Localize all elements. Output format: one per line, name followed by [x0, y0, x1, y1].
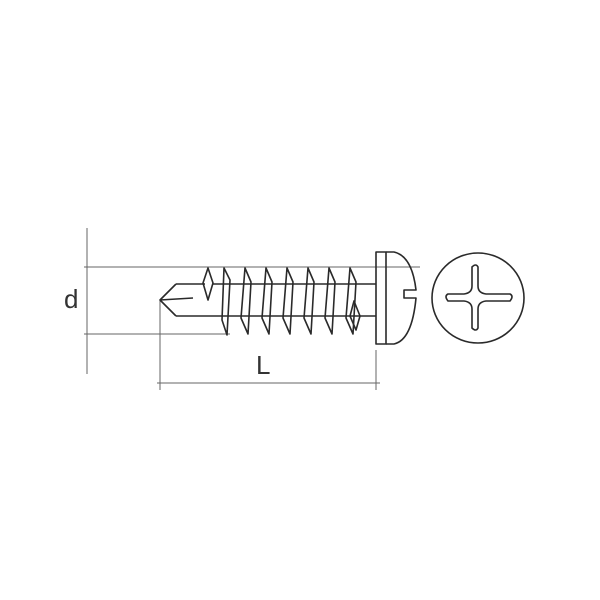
head-flange — [375, 251, 387, 345]
threads — [221, 267, 357, 336]
length-label: L — [256, 350, 271, 380]
dimension-lines — [84, 228, 420, 390]
diameter-label: d — [64, 284, 79, 314]
head-top-view — [431, 252, 525, 344]
phillips-cross-icon — [445, 264, 513, 331]
tip-flute-diamond — [202, 267, 214, 301]
head-circle — [431, 252, 525, 344]
screw-side-view — [159, 251, 417, 345]
underhead-diamond — [349, 300, 361, 331]
pan-head — [386, 251, 417, 345]
drill-flute — [159, 297, 194, 301]
